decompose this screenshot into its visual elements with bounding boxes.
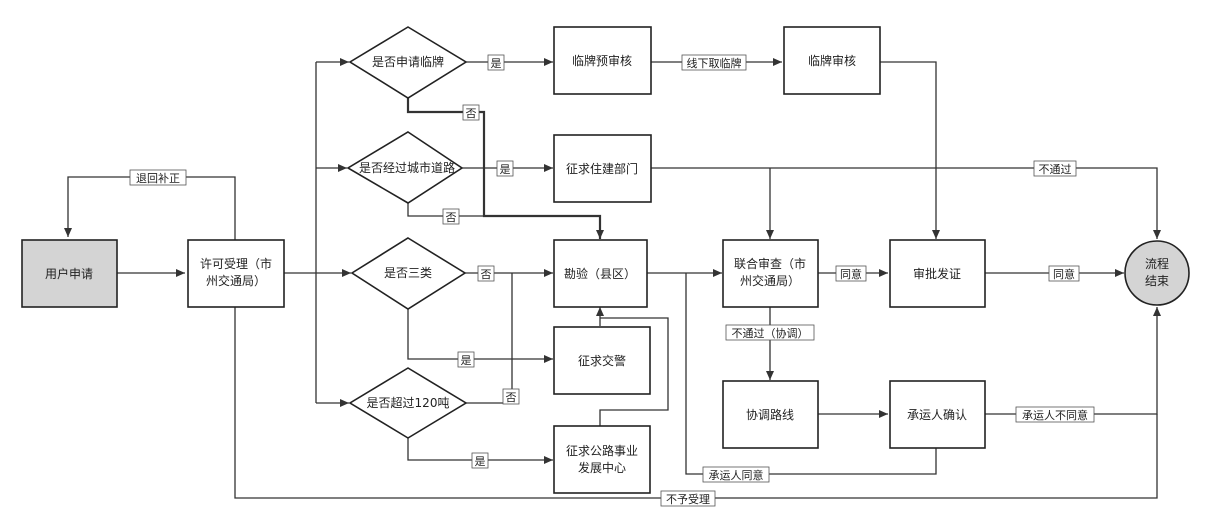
edge-class3-yes bbox=[407, 309, 553, 363]
edge-highway-to-inspect bbox=[599, 317, 669, 426]
label-no-city: 否 bbox=[442, 208, 460, 225]
decision-temp-plate-label: 是否申请临牌 bbox=[372, 55, 444, 69]
label-yes-over120-text: 是 bbox=[475, 455, 486, 468]
decision-city-road-label: 是否经过城市道路 bbox=[359, 160, 455, 175]
node-temp-pre-review: 临牌预审核 bbox=[553, 26, 652, 95]
decision-city-road: 是否经过城市道路 bbox=[346, 131, 464, 204]
node-end: 流程 结束 bbox=[1124, 240, 1190, 306]
edge-carrier-agree bbox=[685, 273, 937, 475]
node-carrier-confirm-label: 承运人确认 bbox=[907, 408, 967, 422]
label-no-over120: 否 bbox=[502, 388, 520, 405]
label-carrier-agree-text: 承运人同意 bbox=[709, 468, 764, 482]
node-joint-review-label-2: 州交通局） bbox=[740, 273, 800, 288]
node-temp-review: 临牌审核 bbox=[783, 26, 881, 95]
edge-over120-no bbox=[466, 273, 513, 404]
decision-class3-label: 是否三类 bbox=[384, 266, 432, 280]
label-return-fix-text: 退回补正 bbox=[136, 172, 180, 185]
node-coordinate-route: 协调路线 bbox=[722, 380, 819, 449]
node-joint-review-label-1: 联合审查（市 bbox=[734, 256, 806, 271]
label-no-over120-text: 否 bbox=[506, 391, 517, 404]
node-consult-highway-label-2: 发展中心 bbox=[578, 460, 626, 475]
node-consult-police: 征求交警 bbox=[553, 326, 651, 395]
node-approve-issue: 审批发证 bbox=[889, 239, 986, 308]
node-carrier-confirm: 承运人确认 bbox=[889, 380, 986, 449]
node-consult-housing-label: 征求住建部门 bbox=[566, 161, 638, 176]
label-no-class3: 否 bbox=[477, 265, 495, 282]
edge-review-to-approve bbox=[880, 61, 940, 239]
label-offline-plate-text: 线下取临牌 bbox=[687, 56, 742, 70]
label-carrier-agree: 承运人同意 bbox=[702, 466, 770, 483]
node-inspect-county-label: 勘验（县区） bbox=[564, 266, 636, 281]
node-permit-accept-label-1: 许可受理（市 bbox=[200, 256, 272, 271]
label-fail-housing-text: 不通过 bbox=[1039, 163, 1072, 176]
node-temp-pre-review-label: 临牌预审核 bbox=[572, 53, 632, 68]
decision-temp-plate: 是否申请临牌 bbox=[348, 26, 468, 99]
label-no-temp-text: 否 bbox=[466, 107, 477, 120]
label-yes-class3-text: 是 bbox=[461, 354, 472, 367]
edge-return-fix bbox=[64, 176, 236, 240]
label-yes-city-text: 是 bbox=[500, 163, 511, 176]
edge-carrier-disagree bbox=[985, 307, 1161, 415]
label-return-fix: 退回补正 bbox=[129, 169, 187, 186]
label-carrier-disagree: 承运人不同意 bbox=[1015, 406, 1095, 423]
label-no-class3-text: 否 bbox=[481, 268, 492, 281]
edge-city-no bbox=[407, 203, 486, 217]
label-not-accept: 不予受理 bbox=[660, 490, 716, 507]
label-yes-temp: 是 bbox=[487, 54, 505, 71]
label-yes-temp-text: 是 bbox=[491, 57, 502, 70]
label-not-accept-text: 不予受理 bbox=[666, 493, 710, 506]
node-user-apply: 用户申请 bbox=[21, 239, 118, 308]
label-fail-coord-text: 不通过（协调） bbox=[732, 326, 809, 340]
label-agree-approve-text: 同意 bbox=[1053, 267, 1075, 281]
node-consult-highway-label-1: 征求公路事业 bbox=[566, 443, 638, 458]
node-consult-police-label: 征求交警 bbox=[578, 353, 626, 368]
label-no-city-text: 否 bbox=[446, 211, 457, 224]
node-user-apply-label: 用户申请 bbox=[45, 266, 93, 281]
decision-over120: 是否超过120吨 bbox=[348, 367, 468, 439]
label-yes-class3: 是 bbox=[457, 351, 475, 368]
node-inspect-county: 勘验（县区） bbox=[553, 239, 648, 308]
decision-over120-label: 是否超过120吨 bbox=[367, 395, 450, 410]
node-permit-accept-label-2: 州交通局） bbox=[206, 273, 266, 288]
label-yes-over120: 是 bbox=[471, 452, 489, 469]
node-coordinate-route-label: 协调路线 bbox=[746, 407, 794, 422]
node-temp-review-label: 临牌审核 bbox=[808, 53, 856, 68]
edge-over120-yes bbox=[407, 438, 553, 464]
decision-class3: 是否三类 bbox=[350, 237, 467, 310]
node-consult-highway: 征求公路事业 发展中心 bbox=[553, 425, 651, 494]
label-agree-approve: 同意 bbox=[1048, 265, 1080, 282]
label-fail-housing: 不通过 bbox=[1033, 160, 1077, 177]
node-consult-housing: 征求住建部门 bbox=[553, 134, 652, 203]
edge-housing-to-end bbox=[651, 167, 1161, 239]
label-fail-coord: 不通过（协调） bbox=[725, 324, 815, 341]
label-carrier-disagree-text: 承运人不同意 bbox=[1022, 408, 1088, 422]
node-end-label-1: 流程 bbox=[1145, 256, 1169, 271]
label-yes-city: 是 bbox=[496, 160, 514, 177]
label-agree-joint-text: 同意 bbox=[840, 267, 862, 281]
edge-temp-no bbox=[406, 98, 604, 239]
node-end-label-2: 结束 bbox=[1145, 274, 1169, 288]
label-offline-plate: 线下取临牌 bbox=[681, 54, 747, 71]
node-approve-issue-label: 审批发证 bbox=[913, 266, 961, 281]
label-no-temp: 否 bbox=[462, 104, 480, 121]
node-permit-accept: 许可受理（市 州交通局） bbox=[187, 239, 285, 308]
label-agree-joint: 同意 bbox=[835, 265, 867, 282]
node-joint-review: 联合审查（市 州交通局） bbox=[722, 239, 819, 308]
